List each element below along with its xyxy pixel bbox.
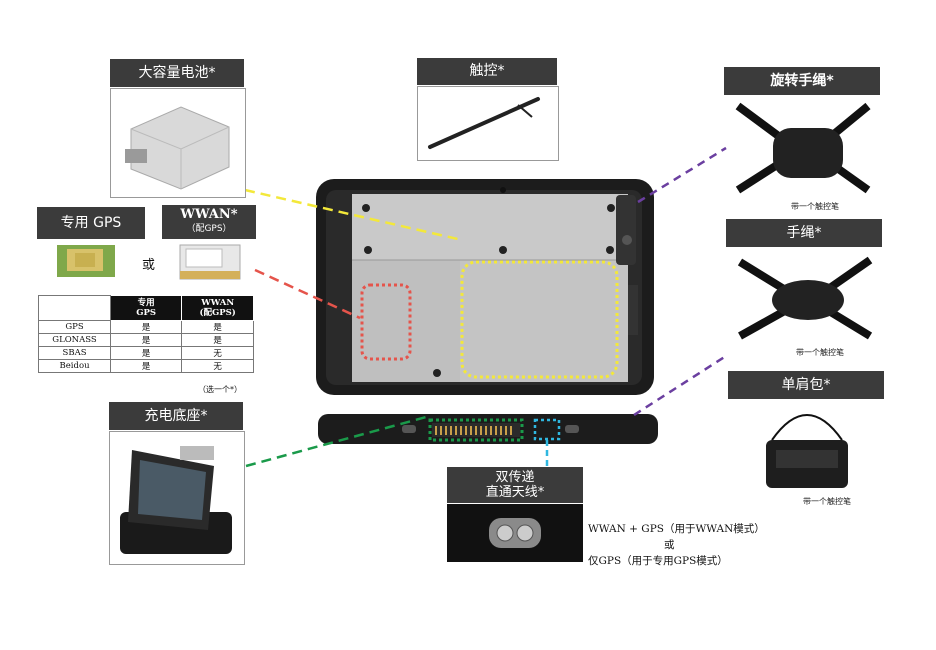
antenna-label-line2: 直通天线* — [485, 485, 545, 500]
rotating-strap-icon — [735, 102, 871, 194]
rotating-strap-label: 旋转手绳* — [724, 67, 880, 95]
antenna-highlight — [533, 418, 561, 441]
select-one-note: （选一个*） — [198, 385, 242, 394]
table-cell: GLONASS — [37, 333, 112, 347]
charging-dock-icon — [120, 446, 232, 554]
gps-connector-line — [254, 268, 361, 320]
table-cell: 无 — [181, 359, 254, 373]
or-text: 或 — [142, 258, 156, 273]
antenna-info-line2: 或 — [664, 539, 675, 551]
table-header-blank — [37, 295, 112, 321]
antenna-info-line1: WWAN + GPS（用于WWAN模式） — [588, 523, 765, 535]
wwan-label: WWAN* （配GPS） — [162, 205, 256, 239]
header-gps-line2: GPS — [136, 308, 157, 318]
battery-icon — [125, 106, 230, 190]
table-cell: 是 — [110, 359, 183, 373]
header-gps-line1: 专用 — [137, 298, 155, 308]
antenna-label-line1: 双传递 — [495, 470, 535, 485]
table-cell: 是 — [110, 333, 183, 347]
table-cell: 是 — [110, 320, 183, 334]
gps-module-icon — [57, 245, 115, 277]
hand-strap-caption: 带一个触控笔 — [796, 348, 844, 357]
table-cell: Beidou — [37, 359, 112, 373]
table-cell: 是 — [110, 346, 183, 360]
charging-dock-label: 充电底座* — [109, 402, 243, 430]
header-wwan-line1: WWAN — [201, 298, 235, 308]
antenna-connector-icon — [489, 518, 541, 548]
table-header-wwan: WWAN (配GPS) — [181, 295, 254, 321]
hand-strap-label: 手绳* — [726, 219, 882, 247]
antenna-photo — [447, 504, 583, 562]
antenna-label: 双传递 直通天线* — [447, 467, 583, 503]
table-cell: SBAS — [37, 346, 112, 360]
bag-connector-line — [633, 354, 727, 417]
stylus-photo — [417, 86, 559, 161]
table-cell: 是 — [181, 333, 254, 347]
tablet-back-view — [316, 179, 654, 395]
wwan-label-sub: （配GPS） — [186, 224, 232, 234]
rotating-strap-caption: 带一个触控笔 — [791, 202, 839, 211]
battery-label: 大容量电池* — [110, 59, 244, 87]
table-cell: GPS — [37, 320, 112, 334]
table-row: GPS 是 是 — [37, 320, 254, 334]
stylus-label: 触控* — [417, 58, 557, 85]
battery-connector-line — [244, 188, 463, 242]
tablet-bottom-edge — [318, 414, 658, 444]
wwan-module-icon — [179, 244, 241, 280]
stylus-icon — [428, 97, 540, 149]
gps-comparison-table: 专用 GPS WWAN (配GPS) GPS 是 是 GLONASS 是 是 S… — [37, 295, 254, 373]
battery-photo — [110, 88, 246, 198]
hand-strap-icon — [737, 256, 873, 340]
table-row: Beidou 是 无 — [37, 359, 254, 373]
dedicated-gps-label: 专用 GPS — [37, 207, 145, 239]
shoulder-bag-caption: 带一个触控笔 — [803, 497, 851, 506]
table-row: GLONASS 是 是 — [37, 333, 254, 347]
charging-dock-photo — [109, 431, 245, 565]
wwan-label-main: WWAN* — [180, 207, 238, 222]
table-cell: 无 — [181, 346, 254, 360]
table-row: SBAS 是 无 — [37, 346, 254, 360]
dock-connector-highlight — [428, 418, 524, 442]
table-header-gps: 专用 GPS — [110, 295, 183, 321]
antenna-info: WWAN + GPS（用于WWAN模式） 或 仅GPS（用于专用GPS模式） — [588, 521, 808, 569]
shoulder-bag-label: 单肩包* — [728, 371, 884, 399]
antenna-info-line3: 仅GPS（用于专用GPS模式） — [588, 555, 728, 567]
battery-highlight — [460, 260, 619, 379]
gps-module-highlight — [360, 283, 412, 361]
shoulder-bag-icon — [766, 414, 848, 488]
header-wwan-line2: (配GPS) — [199, 308, 236, 318]
strap-connector-line — [637, 146, 727, 204]
table-cell: 是 — [181, 320, 254, 334]
